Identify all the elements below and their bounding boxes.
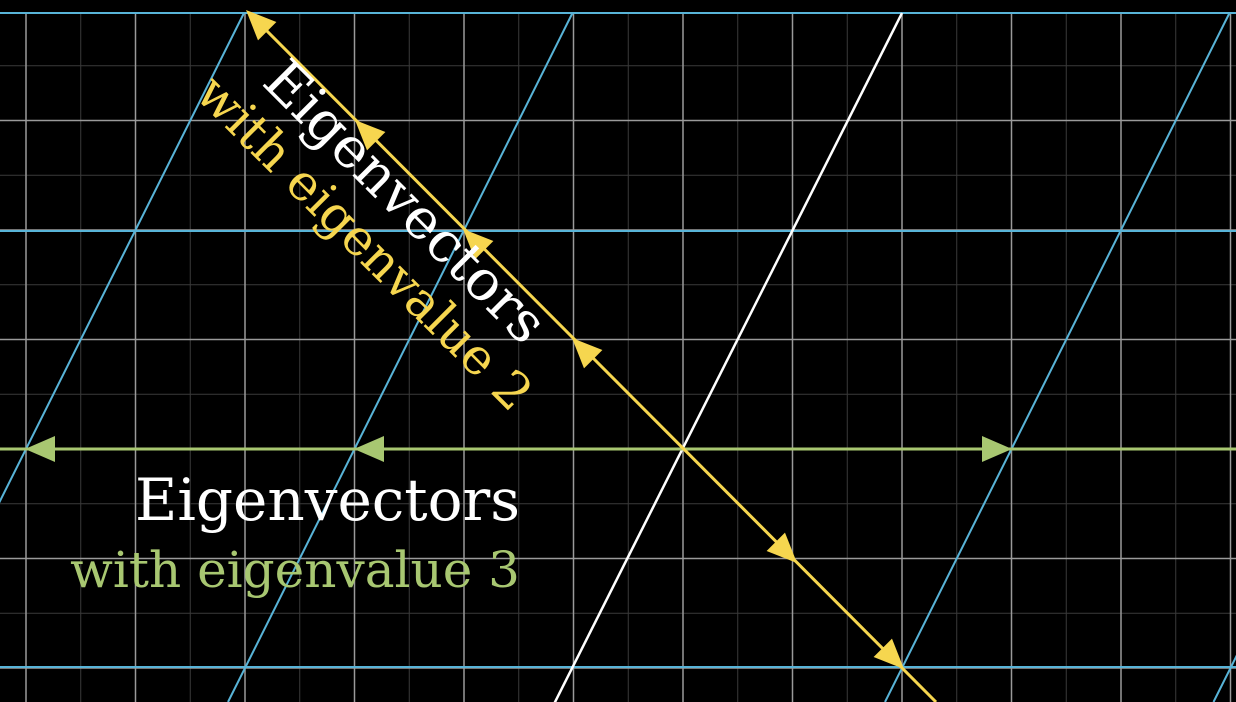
eigenvector-arrow (355, 120, 386, 151)
eigenvalue-3-subtitle: with eigenvalue 3 (70, 541, 520, 599)
eigenvector-arrow (873, 638, 904, 669)
transformed-grid-line (0, 12, 245, 504)
eigenvector-arrow (982, 436, 1012, 462)
eigenvector-arrow (246, 10, 277, 41)
transformed-grid-line (227, 12, 574, 702)
eigenvalue-3-title: Eigenvectors (135, 466, 520, 534)
eigenvector-arrow (463, 229, 494, 260)
eigenspace-3-arrows (25, 436, 1012, 462)
transformed-grid (0, 12, 1236, 702)
eigenvector-arrow (572, 338, 603, 369)
eigenvector-arrow (354, 436, 384, 462)
transformed-grid-line (884, 12, 1231, 702)
eigenspace-2-arrows (246, 10, 904, 669)
eigenvector-arrow (766, 532, 797, 563)
basis-line (553, 12, 904, 702)
eigenvector-arrow (25, 436, 55, 462)
